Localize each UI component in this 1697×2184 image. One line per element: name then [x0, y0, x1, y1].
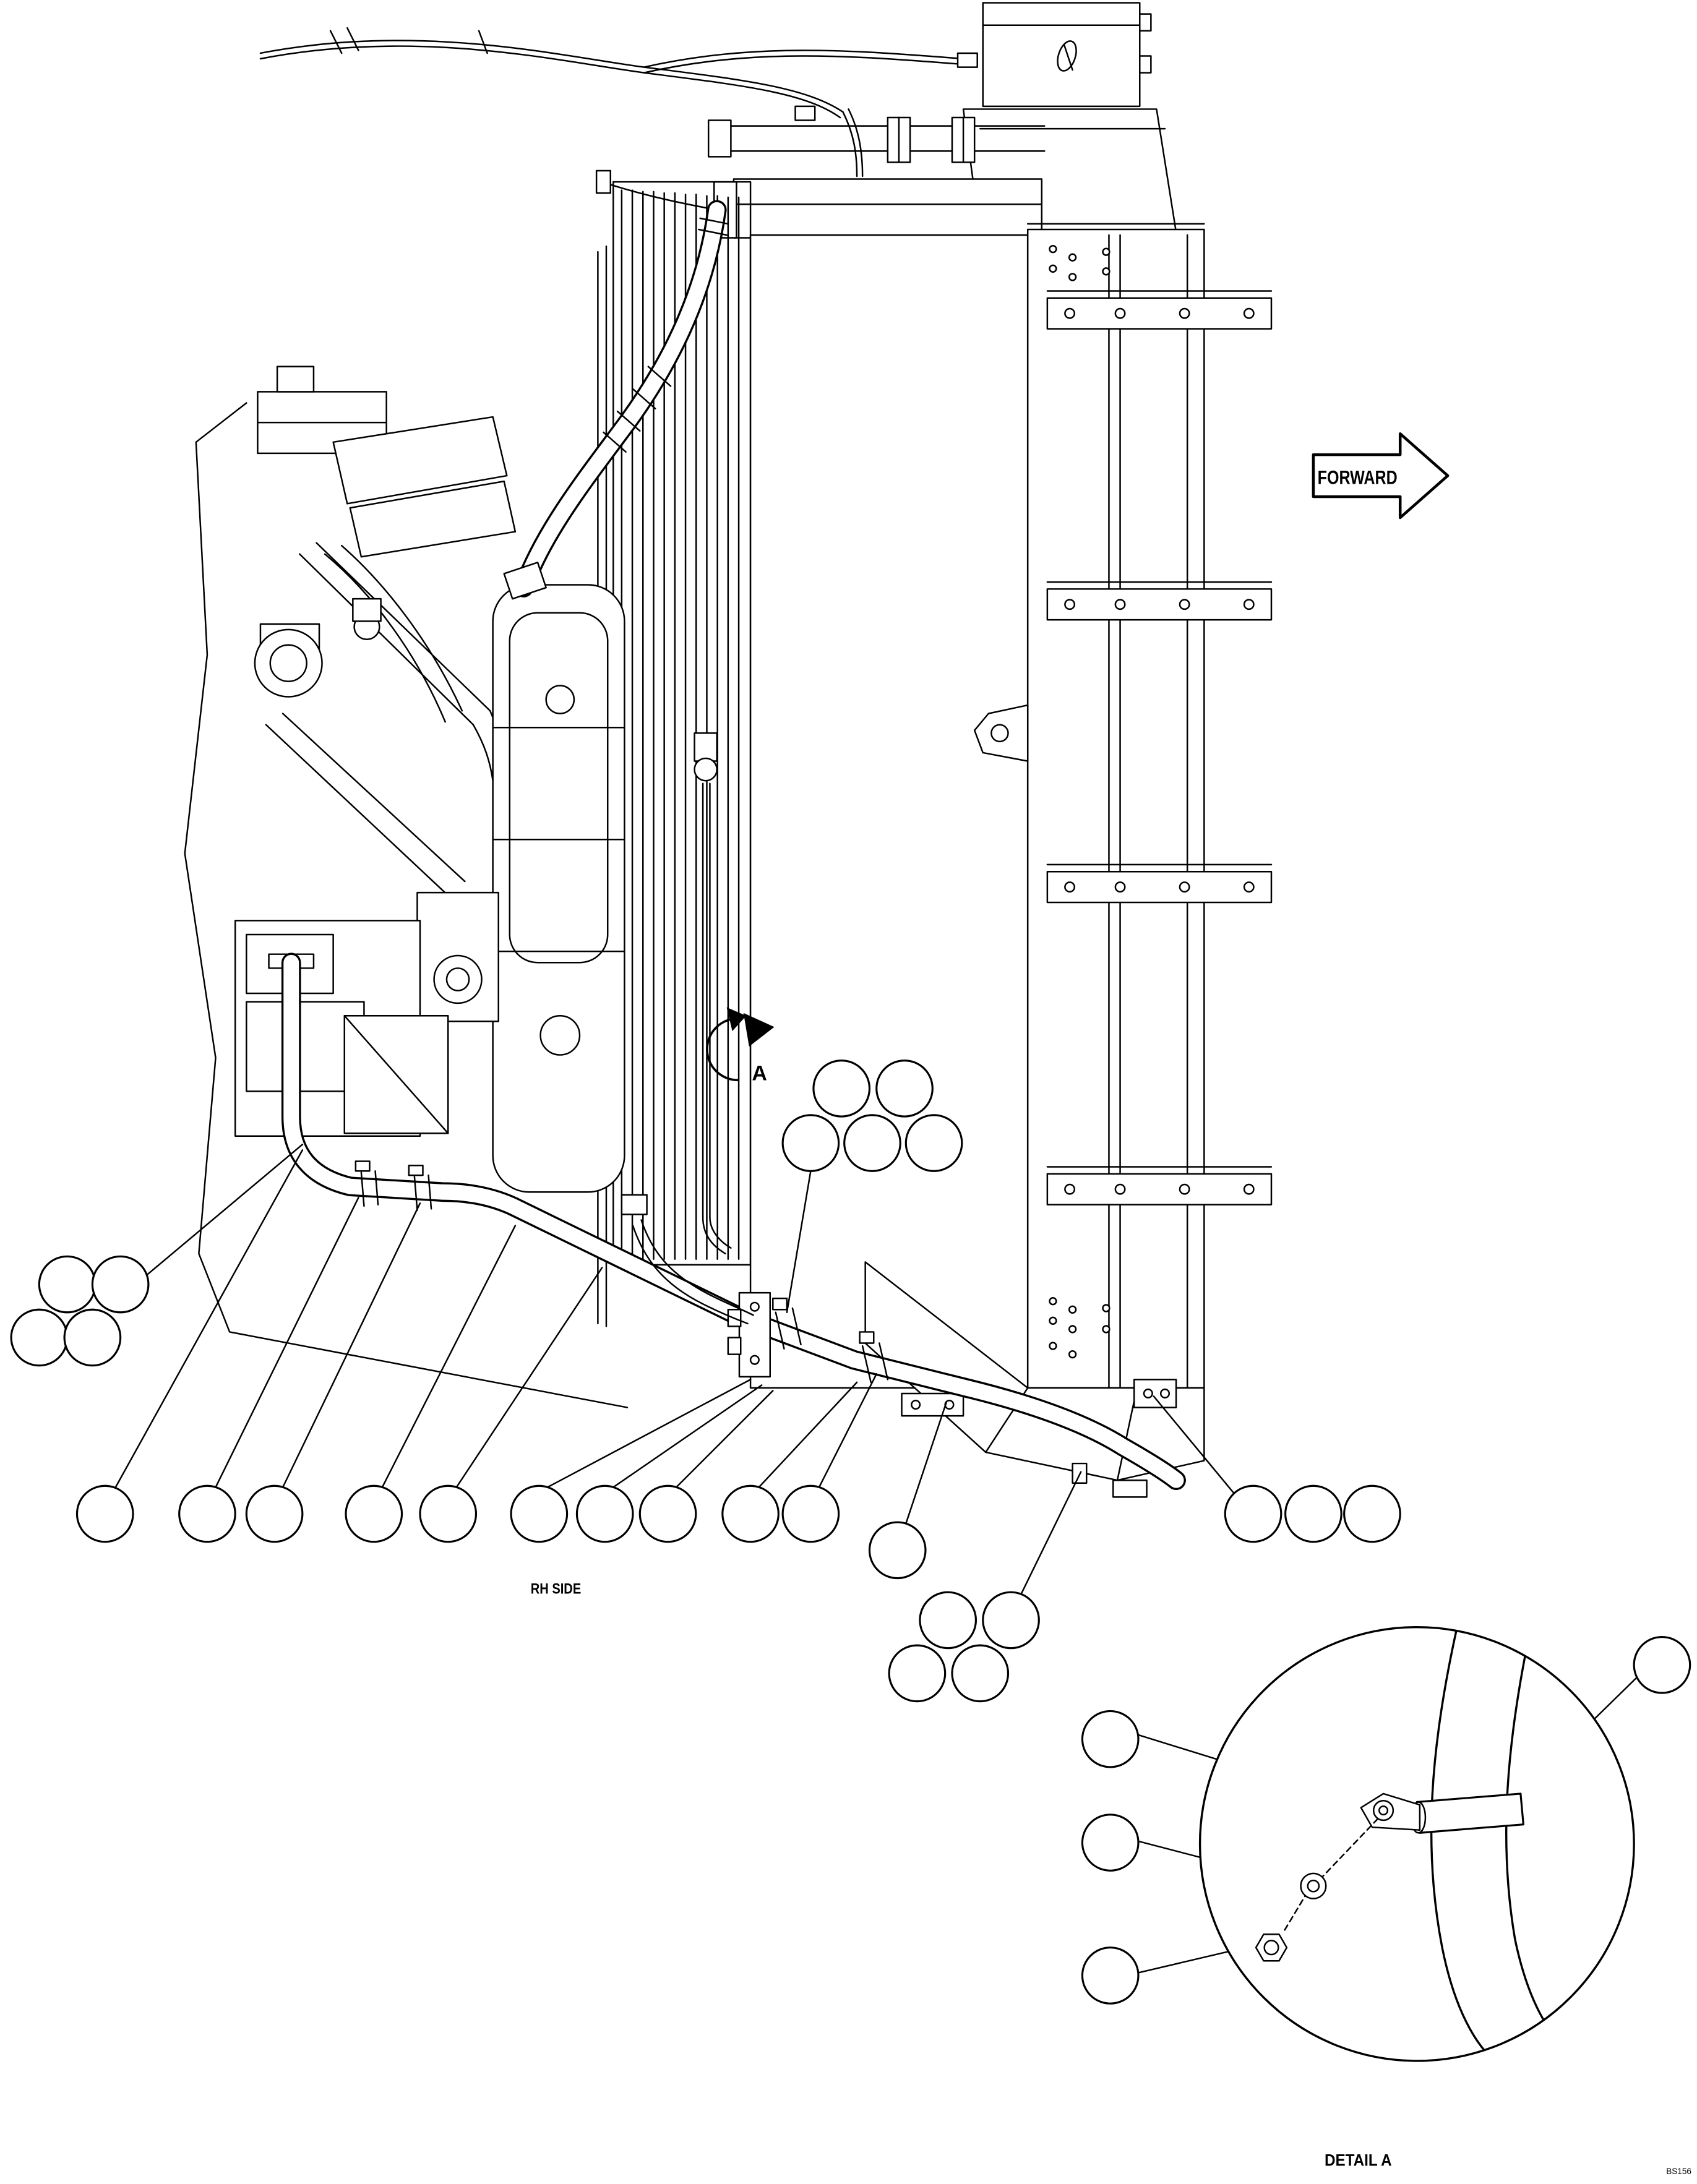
detail-a-view: DETAIL A [1198, 1626, 1635, 2170]
callout-balloon [419, 1484, 478, 1543]
detail-washer [1300, 1872, 1327, 1899]
view-marker-letter: A [752, 1061, 767, 1085]
radiator-frame-assembly [749, 223, 1273, 1498]
callout-balloon [345, 1484, 403, 1543]
detail-nut [1255, 1933, 1288, 1962]
flywheel-housing [492, 584, 625, 1193]
upper-hose-routing [259, 27, 978, 211]
mounting-bracket [1046, 581, 1273, 621]
callout-balloon [1081, 1710, 1140, 1768]
mounting-bracket [1046, 863, 1273, 904]
sheet-ref: BS156 [1666, 2167, 1691, 2176]
callout-balloon [904, 1114, 963, 1172]
valve-cover [332, 416, 508, 505]
engine-outline [184, 402, 629, 1408]
callout-balloon [1633, 1635, 1691, 1694]
forward-label: FORWARD [1318, 466, 1398, 489]
callout-balloon [75, 1484, 134, 1543]
detail-hose [1430, 1630, 1505, 2061]
callout-leader-lines [114, 1144, 1639, 1974]
callout-balloon [38, 1255, 97, 1314]
lower-radiator-hose [281, 953, 1186, 1491]
section-pointer-icon [743, 1013, 775, 1047]
callout-balloon [843, 1114, 901, 1172]
callout-balloon [638, 1484, 697, 1543]
engine-assembly [184, 366, 629, 1408]
hose-clamp [408, 1165, 432, 1211]
view-marker-a: A [706, 1007, 775, 1085]
callout-balloon [1284, 1484, 1343, 1543]
starter [416, 891, 499, 1022]
frame-right-face [1026, 228, 1205, 1389]
callout-balloon [1343, 1484, 1401, 1543]
drain-hose [621, 1194, 754, 1325]
callout-balloon [178, 1484, 236, 1543]
callout-balloon [1224, 1484, 1282, 1543]
callout-balloon [951, 1644, 1010, 1703]
callout-balloon [91, 1255, 150, 1314]
callout-balloon [721, 1484, 780, 1543]
hose-clamp [699, 217, 729, 225]
rotation-arrowhead-icon [726, 1007, 747, 1032]
callout-balloon [781, 1114, 840, 1172]
callout-balloon [1081, 1946, 1140, 2005]
frame-left-face [749, 234, 1029, 1389]
callout-balloon [812, 1060, 871, 1118]
hose-clamp [772, 1297, 802, 1350]
callout-balloon [10, 1308, 69, 1367]
upper-radiator-hose [503, 200, 729, 600]
forward-arrow-icon [1312, 432, 1450, 520]
hose-clamp [354, 1160, 379, 1207]
lifting-tab [973, 704, 1029, 762]
callout-balloon [63, 1308, 122, 1367]
callout-balloon [982, 1591, 1040, 1650]
detail-bolt [1372, 1799, 1394, 1822]
mounting-bracket [1046, 1166, 1273, 1205]
callout-balloon [875, 1060, 934, 1118]
overflow-tube [694, 732, 732, 1255]
hose-clamp [859, 1331, 889, 1384]
turbo [254, 628, 323, 698]
callout-balloon [245, 1484, 304, 1543]
callout-balloon [1081, 1814, 1140, 1872]
callout-balloon [888, 1644, 947, 1703]
callout-balloon [868, 1521, 927, 1580]
callout-balloon [781, 1484, 840, 1543]
callout-balloon [510, 1484, 569, 1543]
frame-bolt-holes [1049, 244, 1111, 1359]
detail-a-caption: DETAIL A [1325, 2151, 1392, 2170]
detail-a-circle [1198, 1626, 1635, 2062]
callout-balloons [10, 1060, 1691, 2005]
forward-arrow: FORWARD [1312, 432, 1450, 520]
rh-side-caption: RH SIDE [531, 1580, 581, 1597]
callout-balloon [575, 1484, 634, 1543]
mounting-bracket [1046, 290, 1273, 330]
callout-balloon [919, 1591, 977, 1650]
